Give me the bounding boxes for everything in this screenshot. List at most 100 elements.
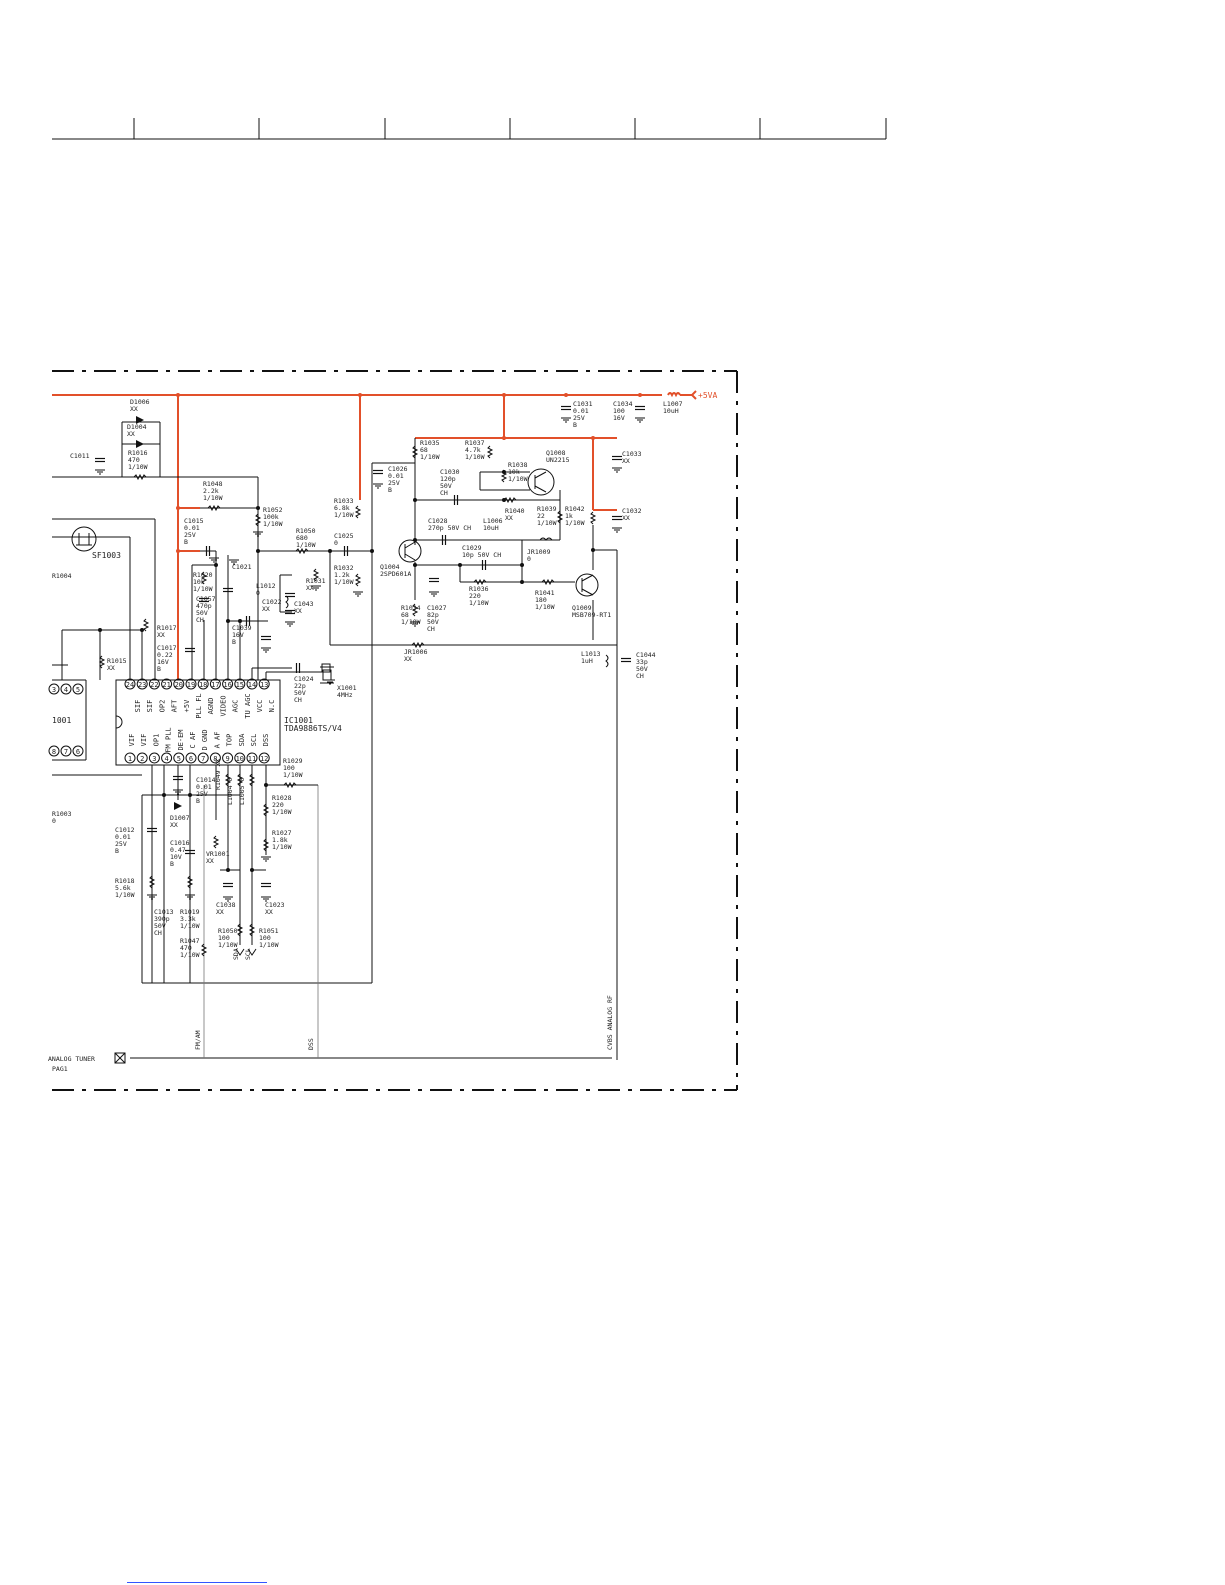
label-r1035: 1/10W [420,453,440,461]
ic-pin-number: 5 [177,755,181,763]
ic-pin-number: 16 [223,681,231,689]
label-c1043: C1043 [294,600,314,608]
label-r1049: R1049 XX [214,759,222,790]
label-r1029: 1/10W [283,771,303,779]
ic-pin-name: SIF [134,700,142,713]
label-q1008: Q1008 [546,449,566,457]
label-c1017: B [157,665,161,673]
label-r1038: R1038 [508,461,528,469]
label-r1015: R1015 [107,657,127,665]
left-ic-pin-b2: 7 [64,748,68,756]
left-ic-pin-t3: 5 [76,686,80,694]
label-r1050a: R1050 [296,527,316,535]
label-r1034: 68 [401,611,409,619]
ic-pin-number: 22 [150,681,158,689]
ic-pin-name: A AF [213,732,221,749]
ic-pin-number: 10 [236,755,244,763]
label-r1027: R1027 [272,829,292,837]
ic-pin-top [197,678,209,690]
ic-pin-bottom [197,752,209,764]
label-r1052: 1/10W [263,520,283,528]
label-r1032: 1/10W [334,578,354,586]
label-d1004: XX [127,430,135,438]
saw-filter-label: SF1003 [92,551,121,560]
ic-pin-name: SIF [146,700,154,713]
ic-pin-number: 11 [248,755,256,763]
label-c1024: 50V [294,689,306,697]
label-c1057: 470p [196,602,212,610]
ic-pin-number: 19 [187,681,195,689]
label-c1027: C1027 [427,604,447,612]
label-c1032: XX [622,514,630,522]
label-c1012: B [115,847,119,855]
label-r1040: XX [505,514,513,522]
label-jr1009: JR1009 [527,548,551,556]
label-l1013: L1013 [581,650,601,658]
label-c1044: CH [636,672,644,680]
label-c1016: B [170,860,174,868]
label-r1052: 100k [263,513,279,521]
label-r1037: R1037 [465,439,485,447]
ic-pin-name: +5V [183,699,191,712]
ic-pin-number: 17 [211,681,219,689]
label-q1008: UN2215 [546,456,570,464]
label-c1057: CH [196,616,204,624]
label-r1052: R1052 [263,506,283,514]
ic-pin-name: VCC [256,700,264,713]
label-r1028: 1/10W [272,808,292,816]
label-c1025: 0 [334,539,338,547]
label-c1014: 25V [196,790,208,798]
ic-pin-name: D GND [201,729,209,750]
ic-pin-bottom [209,752,221,764]
ic-pin-top [124,678,136,690]
label-r1042: 1/10W [565,519,585,527]
label-vr1001: XX [206,857,214,865]
label-c1015: C1015 [184,517,204,525]
label-r1031: XX [306,584,314,592]
label-c1017: C1017 [157,644,177,652]
label-c1012: C1012 [115,826,135,834]
label-c1057: 50V [196,609,208,617]
ic-pin-top [173,678,185,690]
label-r1039: 22 [537,512,545,520]
label-c1014: B [196,797,200,805]
label-c1015: 25V [184,531,196,539]
saw-filter: SF1003 [71,526,121,560]
label-vr1001: VR1001 [206,850,230,858]
label-r1048: 2.2k [203,487,219,495]
ic-pin-number: 12 [260,755,268,763]
label-sda: SDA [232,948,240,960]
label-r1018: R1018 [115,877,135,885]
bus-arrows [235,948,257,956]
ic-pin-number: 4 [164,755,168,763]
label-r1031: R1031 [306,577,326,585]
label-c1024: CH [294,696,302,704]
label-r1017: XX [157,631,165,639]
label-r1034: R1034 [401,604,421,612]
label-c1027: 82p [427,611,439,619]
ic-pin-top [136,678,148,690]
label-r1020: 1/10W [193,585,213,593]
label-r1036: R1036 [469,585,489,593]
label-d1007: XX [170,821,178,829]
ic-pin-top [222,678,234,690]
label-r1035: R1035 [420,439,440,447]
label-c1026: 25V [388,479,400,487]
label-jr1006: XX [404,655,412,663]
ic-pin-number: 8 [213,755,217,763]
label-c1038: XX [216,908,224,916]
ic-pin-number: 15 [236,681,244,689]
label-c1015: B [184,538,188,546]
label-r1032: R1032 [334,564,354,572]
ic-pin-top [161,678,173,690]
label-tuner: ANALOG TUNER [48,1055,95,1063]
label-c1012: 25V [115,840,127,848]
label-r1016: 470 [128,456,140,464]
left-ic-pin-b1: 8 [52,748,56,756]
rail-label: +5VA [698,391,717,400]
label-c1027: 50V [427,618,439,626]
ic-pin-name: FM PLL [165,727,173,752]
header-ruler [52,118,887,140]
label-r1015: XX [107,664,115,672]
